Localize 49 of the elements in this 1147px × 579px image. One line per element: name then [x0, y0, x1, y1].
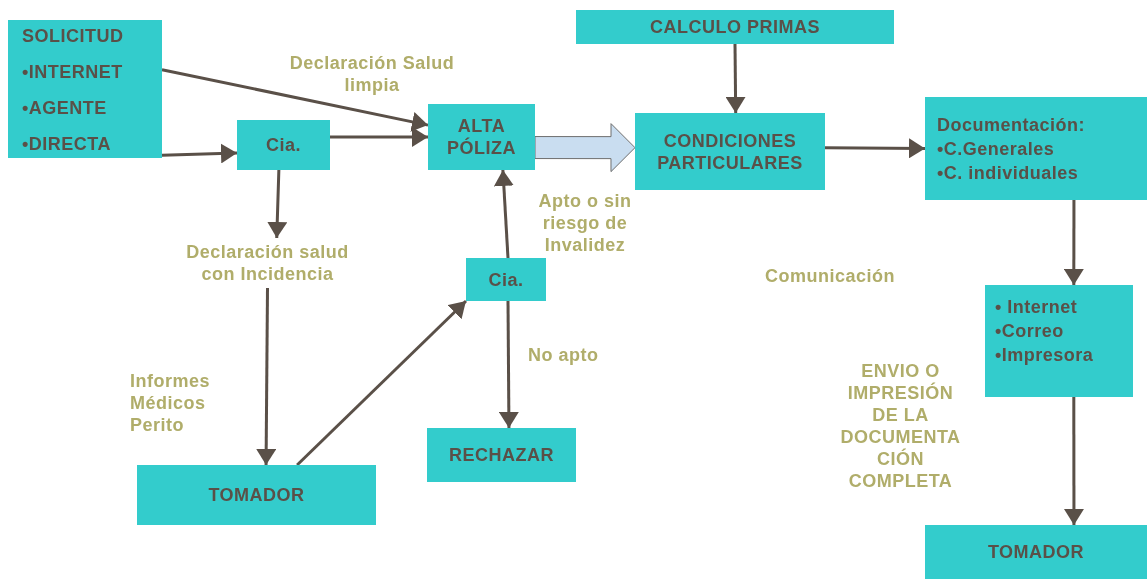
arrow: [725, 44, 746, 113]
note-label: Comunicación: [764, 265, 896, 287]
arrow: [1063, 397, 1084, 525]
arrow: [256, 288, 277, 465]
process-box: [466, 258, 546, 301]
box-label: Cia.: [266, 134, 301, 156]
box-label: TOMADOR: [208, 484, 305, 506]
edge-label: Apto o sin riesgo de Invalidez: [537, 190, 633, 256]
box-label: CONDICIONES PARTICULARES: [656, 129, 804, 174]
box-label: Cia.: [488, 268, 524, 291]
process-box: [925, 525, 1147, 579]
process-box: [635, 113, 825, 190]
arrow: [161, 68, 429, 132]
list-item: •Impresora: [995, 344, 1094, 367]
edge-label: No apto: [528, 344, 600, 366]
box-heading: SOLICITUD: [22, 25, 124, 48]
arrow: [267, 169, 288, 239]
process-box: [237, 120, 330, 170]
arrow: [493, 169, 514, 259]
list-item: •C. individuales: [937, 161, 1079, 185]
note-text: ENVIO O IMPRESIÓN DE LA DOCUMENTA CIÓN COMPLETA: [839, 360, 962, 492]
process-box: [925, 97, 1147, 200]
block-arrow: [534, 123, 636, 173]
process-box: [428, 104, 535, 170]
box-label: ALTA PÓLIZA: [446, 115, 517, 159]
arrow: [498, 301, 519, 428]
process-box: [427, 428, 576, 482]
process-box: [985, 285, 1133, 397]
box-label: RECHAZAR: [449, 444, 554, 466]
arrow: [296, 299, 468, 467]
process-box: [576, 10, 894, 44]
arrow: [1063, 200, 1084, 285]
box-label: TOMADOR: [987, 541, 1085, 563]
arrow: [825, 138, 925, 159]
edge-label: Informes Médicos Perito: [130, 370, 212, 436]
list-item: •AGENTE: [22, 97, 107, 120]
list-item: •INTERNET: [22, 61, 123, 84]
process-box: [137, 465, 376, 525]
edge-label: Declaración Salud limpia: [288, 52, 456, 96]
box-label: CALCULO PRIMAS: [650, 16, 820, 38]
list-item: •C.Generales: [937, 137, 1055, 161]
list-item: •Correo: [995, 320, 1064, 343]
box-heading: • Internet: [995, 296, 1078, 319]
list-item: •DIRECTA: [22, 133, 111, 156]
arrow: [330, 127, 428, 147]
condition-text: Declaración salud con Incidencia: [185, 241, 350, 285]
arrow: [161, 143, 238, 164]
process-box: [8, 20, 162, 158]
box-heading: Documentación:: [937, 113, 1085, 137]
